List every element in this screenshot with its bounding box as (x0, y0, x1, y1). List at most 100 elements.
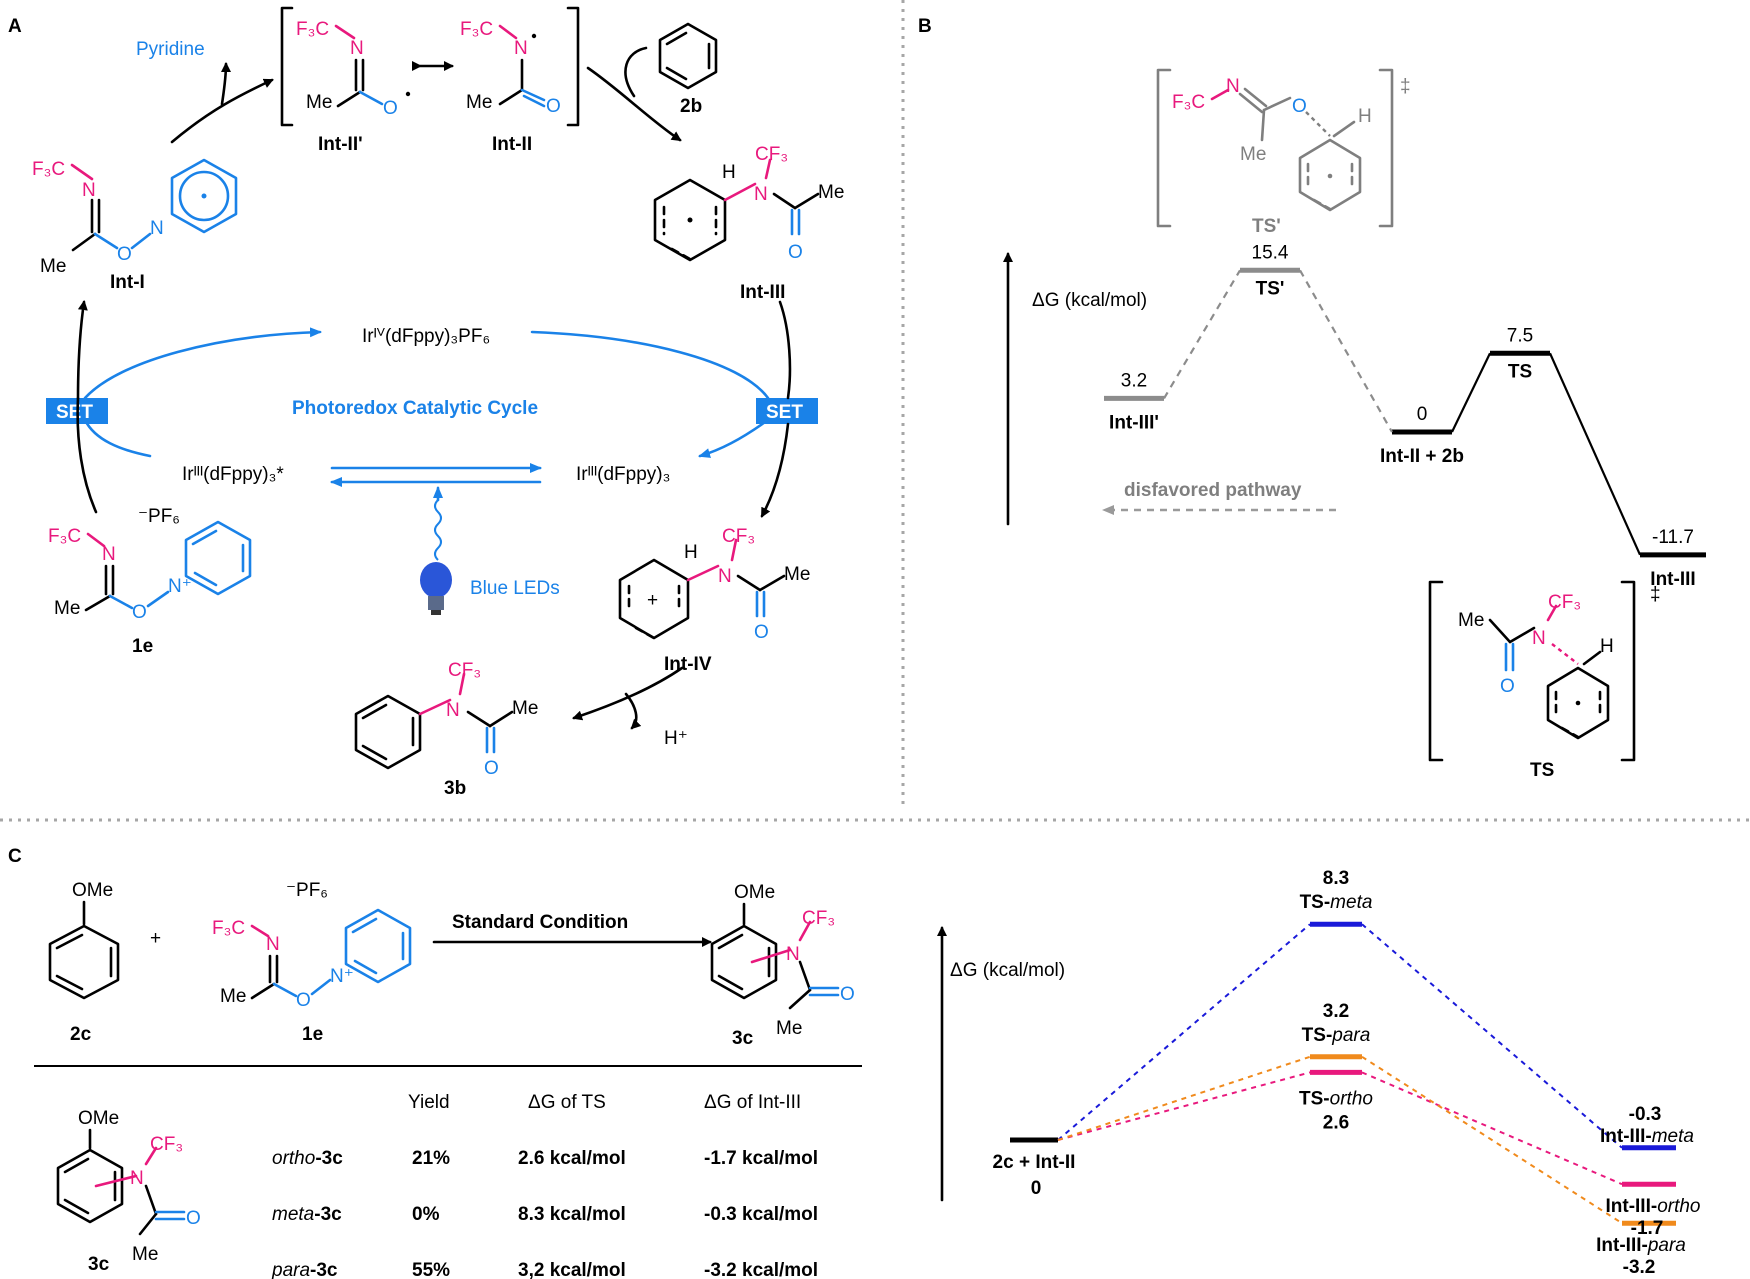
b-connector (1299, 269, 1393, 433)
atom-label: O (383, 98, 398, 119)
atom-label: CF₃ (448, 660, 481, 681)
atom-label: Me (54, 598, 80, 619)
atom-label: H (722, 162, 736, 183)
svg-text:SET: SET (766, 402, 803, 423)
c-level-value: -3.2 (1623, 1257, 1656, 1278)
atom-label: N (754, 184, 768, 205)
b-level-value: 7.5 (1507, 325, 1533, 346)
int-i-label: Int-I (110, 272, 145, 293)
atom-label: Me (818, 182, 844, 203)
atom-label: N (514, 38, 528, 59)
c-level-label: TS-ortho (1299, 1088, 1373, 1109)
table-dg-int: -0.3 kcal/mol (704, 1204, 818, 1225)
atom-label: F₃C (48, 526, 81, 547)
c-connector (1057, 1071, 1311, 1141)
ts-prime-caption: TS' (1252, 216, 1281, 237)
atom-label: Me (466, 92, 492, 113)
int-iii-label: Int-III (740, 282, 785, 303)
blue-led-icon (420, 486, 452, 615)
header-dg-int: ΔG of Int-III (704, 1092, 801, 1113)
b-level-label: Int-III (1650, 569, 1695, 590)
atom-label: N⁺ (168, 576, 192, 597)
b-level-label: Int-II + 2b (1380, 446, 1464, 467)
atom-label: Me (306, 92, 332, 113)
c-level-value: 8.3 (1323, 868, 1349, 889)
cation-charge: + (647, 590, 658, 611)
table-dg-int: -3.2 kcal/mol (704, 1260, 818, 1279)
atom-label: N (82, 180, 96, 201)
b-level-value: 0 (1417, 404, 1428, 425)
plus-sign: + (150, 928, 161, 949)
b-level-value: 3.2 (1121, 370, 1147, 391)
table-dg-int: -1.7 kcal/mol (704, 1148, 818, 1169)
h-plus-label: H⁺ (664, 728, 688, 749)
c-level-value: -0.3 (1629, 1104, 1662, 1125)
c-start-value: 0 (1031, 1178, 1042, 1199)
atom-label: O (186, 1208, 201, 1229)
b-level-value: 15.4 (1252, 242, 1289, 263)
table-dg-ts: 3,2 kcal/mol (518, 1260, 626, 1279)
c-start-label: 2c + Int-II (993, 1152, 1076, 1173)
atom-label: O (484, 758, 499, 779)
atom-label: N (1226, 76, 1240, 97)
c-level-label: TS-para (1302, 1025, 1371, 1046)
atom-label: Me (512, 698, 538, 719)
c-connector (1057, 1055, 1311, 1141)
atom-label: H (1600, 636, 1614, 657)
atom-label: O (754, 622, 769, 643)
atom-label: Me (1458, 610, 1484, 631)
atom-label: H (1358, 106, 1372, 127)
b-connector (1451, 352, 1491, 433)
disfavored-label: disfavored pathway (1124, 480, 1302, 501)
pf6-label: ⁻PF₆ (286, 880, 328, 901)
atom-label: CF₃ (802, 908, 835, 929)
b-connector (1548, 352, 1642, 556)
table-yield: 0% (412, 1204, 440, 1225)
panel-label-b: B (918, 16, 932, 37)
atom-label: N (786, 944, 800, 965)
c-level-value: -1.7 (1631, 1218, 1664, 1239)
c-level-label: Int-III-ortho (1605, 1196, 1700, 1217)
atom-label: N (446, 700, 460, 721)
c-connector (1057, 923, 1311, 1141)
atom-label: H (684, 542, 698, 563)
2c-label: 2c (70, 1024, 92, 1045)
molecule-int-iv: + H N CF₃ Me O Int-IV (618, 526, 810, 675)
table-isomer: ortho-3c (272, 1148, 343, 1169)
atom-label: Me (132, 1244, 158, 1265)
atom-label: N (1532, 628, 1546, 649)
molecule-2b: 2b (658, 22, 718, 117)
ir-iii-star-label: Irᴵᴵᴵ(dFppy)₃* (182, 464, 284, 485)
atom-label: O (117, 244, 132, 265)
table-yield: 55% (412, 1260, 450, 1279)
b-level-label: TS' (1256, 278, 1285, 299)
c-axis-label: ΔG (kcal/mol) (950, 960, 1065, 981)
atom-label: OMe (72, 880, 113, 901)
b-axis-label: ΔG (kcal/mol) (1032, 290, 1147, 311)
molecule-3b: N CF₃ Me O 3b (354, 660, 538, 799)
1e-label: 1e (132, 636, 153, 657)
atom-label: N (350, 38, 364, 59)
atom-label: O (1292, 96, 1307, 117)
atom-label: Me (40, 256, 66, 277)
int-ii-label: Int-II (492, 134, 532, 155)
panel-label-c: C (8, 846, 22, 867)
atom-label: N (718, 566, 732, 587)
atom-label: CF₃ (1548, 592, 1581, 613)
atom-label: N (150, 218, 164, 239)
atom-label: N (266, 934, 280, 955)
3c-label: 3c (732, 1028, 754, 1049)
atom-label: OMe (734, 882, 775, 903)
panel-a: F₃C N Me O N Int-I Pyridine F₃C N (32, 6, 844, 799)
panel-b: ‡ F₃C N Me O H TS' ΔG (kcal/mol) 3.2Int-… (1003, 68, 1706, 781)
c-connector (1361, 1071, 1623, 1186)
atom-label: F₃C (32, 159, 65, 180)
2b-label: 2b (680, 96, 702, 117)
pf6-label: ⁻PF₆ (138, 506, 180, 527)
atom-label: O (840, 984, 855, 1005)
table-isomer: para-3c (271, 1260, 338, 1279)
condition-label: Standard Condition (452, 912, 628, 933)
b-level-value: -11.7 (1652, 527, 1694, 548)
panel-c: OMe 2c + ⁻PF₆ F₃C N Me O N⁺ 1e Standard … (34, 868, 1701, 1279)
b-level-label: Int-III' (1109, 412, 1159, 433)
